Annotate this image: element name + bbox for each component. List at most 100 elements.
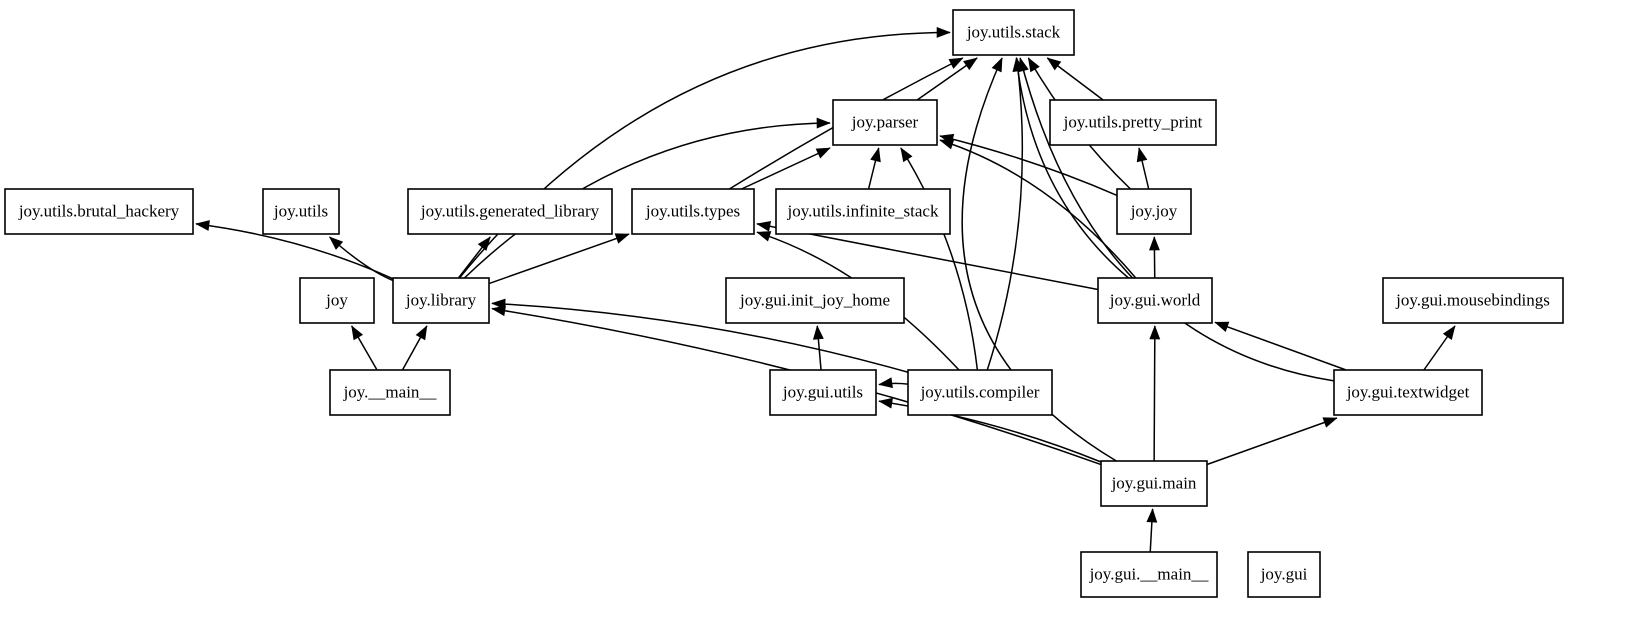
node-label: joy.gui.textwidget [1346,382,1470,401]
graph-node[interactable]: joy.utils [262,188,340,235]
edge [351,325,378,371]
edge [1046,57,1104,101]
edge-line [939,135,1118,197]
edge-arrowhead [1322,417,1338,428]
graph-node[interactable]: joy.gui.__main__ [1080,551,1218,598]
node-box[interactable] [299,277,375,324]
graph-node[interactable]: joy.gui.world [1097,277,1213,324]
node-label: joy.parser [851,112,919,131]
node-box[interactable] [1382,277,1564,324]
node-box[interactable] [907,369,1053,416]
edge-arrowhead [195,220,210,231]
edge-arrowhead [878,397,893,409]
graph-node[interactable]: joy.utils.generated_library [407,188,613,235]
graph-node[interactable]: joy.utils.stack [952,9,1075,56]
edge [1423,325,1456,371]
edge-arrowhead [1214,321,1230,332]
node-box[interactable] [407,188,613,235]
edge [939,139,1137,279]
graph-node[interactable]: joy.__main__ [329,369,451,416]
edge [986,57,1024,371]
edge-line [961,57,1117,462]
node-box[interactable] [725,277,905,324]
edge-line [900,147,979,371]
graph-node[interactable]: joy.utils.pretty_print [1049,99,1217,146]
node-box[interactable] [1247,551,1321,598]
node-box[interactable] [329,369,451,416]
graph-node[interactable]: joy.gui.mousebindings [1382,277,1564,324]
node-box[interactable] [775,188,951,235]
edge-arrowhead [948,57,964,69]
node-box[interactable] [1333,369,1483,416]
edge-line [463,122,831,279]
edge-arrowhead [991,57,1003,73]
node-box[interactable] [1097,277,1213,324]
edge [1136,147,1150,190]
edge-arrowhead [756,221,772,232]
node-box[interactable] [631,188,755,235]
edge [328,236,394,282]
graph-node[interactable]: joy.parser [832,99,938,146]
edge-line [491,302,909,373]
graph-node[interactable]: joy.utils.compiler [907,369,1053,416]
edge [1148,236,1160,279]
node-label: joy.gui.main [1111,473,1197,492]
edge [1214,321,1347,371]
edge-arrowhead [491,305,506,317]
edge [916,57,978,101]
edge [401,325,428,371]
node-box[interactable] [1049,99,1217,146]
graph-node[interactable]: joy.gui.textwidget [1333,369,1483,416]
edge-arrowhead [1136,147,1148,163]
edge [812,325,824,371]
edge-arrowhead [614,233,630,244]
node-label: joy.gui.mousebindings [1395,290,1550,309]
graph-node[interactable]: joy.library [392,277,490,324]
graph-node[interactable]: joy.gui [1247,551,1321,598]
edge-line [488,233,630,285]
graph-node[interactable]: joy.utils.types [631,188,755,235]
edge-arrowhead [477,236,491,251]
node-box[interactable] [1100,460,1208,507]
edge [457,236,491,279]
edge [1146,508,1158,553]
node-label: joy.joy [1130,201,1178,220]
node-label: joy.utils.generated_library [420,201,600,220]
edge-arrowhead [815,147,831,159]
node-box[interactable] [392,277,490,324]
edge-arrowhead [939,139,955,150]
node-label: joy.__main__ [343,382,437,401]
node-box[interactable] [262,188,340,235]
graph-node[interactable]: joy.utils.infinite_stack [775,188,951,235]
node-box[interactable] [769,369,877,416]
edge-arrowhead [415,325,428,341]
edge-line [195,223,394,280]
edge [867,147,881,190]
graph-node[interactable]: joy.utils.brutal_hackery [4,188,194,235]
graph-node[interactable]: joy.gui.init_joy_home [725,277,905,324]
edge-arrowhead [351,325,364,341]
graph-node[interactable]: joy [299,277,375,324]
node-box[interactable] [4,188,194,235]
graph-node[interactable]: joy.gui.main [1100,460,1208,507]
node-box[interactable] [952,9,1075,56]
edge-arrowhead [816,117,831,129]
edge [1206,417,1338,466]
edge-arrowhead [328,236,344,250]
node-box[interactable] [832,99,938,146]
node-label: joy [325,290,348,309]
node-label: joy.utils.brutal_hackery [18,201,180,220]
graph-node[interactable]: joy.gui.utils [769,369,877,416]
edge [463,117,831,279]
edge-arrowhead [878,377,893,389]
edge [741,147,831,190]
edge [195,220,394,280]
edge-arrowhead [1046,57,1062,71]
edge [878,377,909,389]
node-box[interactable] [1080,551,1218,598]
node-box[interactable] [1116,188,1192,235]
edge-arrowhead [1018,57,1029,73]
graph-node[interactable]: joy.joy [1116,188,1192,235]
